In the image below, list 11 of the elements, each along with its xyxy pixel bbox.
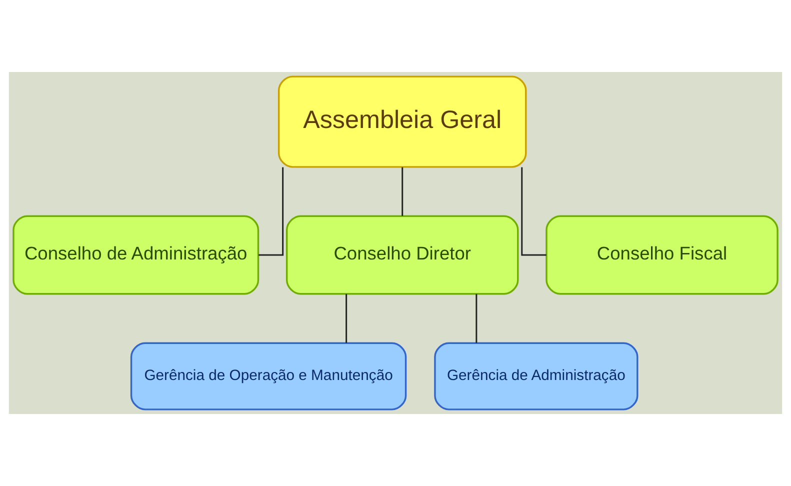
node-box: Conselho Fiscal xyxy=(546,215,778,295)
node-box: Gerência de Administração xyxy=(434,342,638,410)
connector xyxy=(402,167,404,216)
connector xyxy=(521,167,546,256)
connector xyxy=(476,294,478,343)
connector xyxy=(258,167,284,256)
node-box: Gerência de Operação e Manutenção xyxy=(130,342,407,410)
connector xyxy=(346,294,348,343)
node-box: Assembleia Geral xyxy=(278,76,527,168)
node-box: Conselho de Administração xyxy=(12,215,260,295)
node-box: Conselho Diretor xyxy=(286,215,519,295)
